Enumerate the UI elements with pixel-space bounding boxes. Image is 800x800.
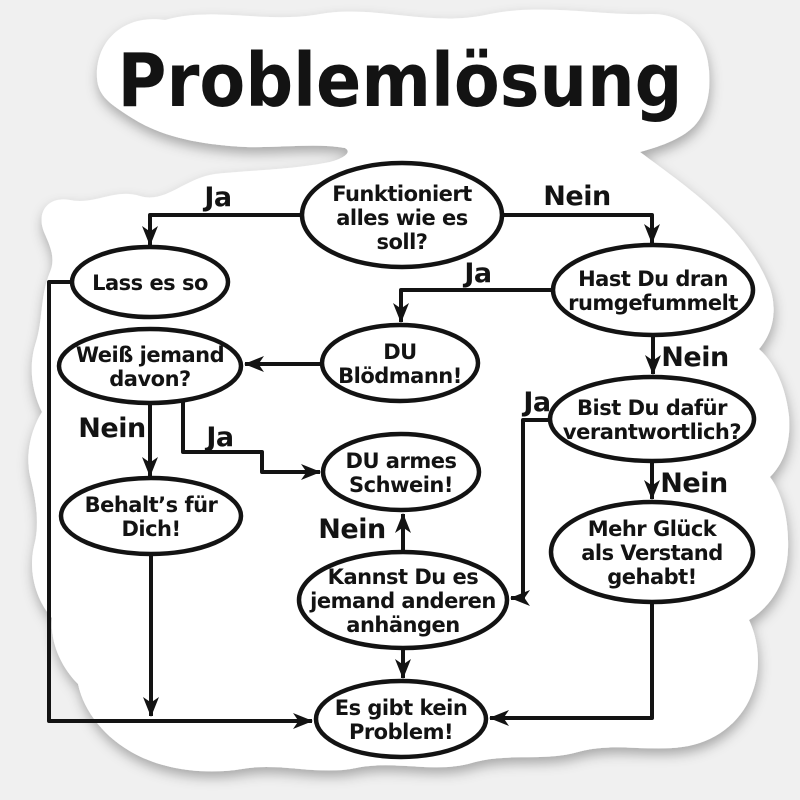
edge-weiss-ja-schwein <box>181 399 321 480</box>
node-bist-ellipse <box>547 374 757 464</box>
node-glueck-text-2: als Verstand <box>581 541 723 565</box>
node-behalt-ellipse <box>58 475 244 557</box>
node-schwein-text-1: DU armes <box>346 449 457 473</box>
node-schwein: DU armes Schwein! <box>320 431 482 513</box>
edge-labels: Ja Nein Ja Nein Nein Ja Ja Nein Nein <box>78 181 729 545</box>
node-bloedmann-ellipse <box>319 322 481 404</box>
node-kannst-ellipse <box>296 549 510 651</box>
node-bist-text-1: Bist Du dafür <box>577 396 728 420</box>
node-bist-text-2: verantwortlich? <box>563 420 741 444</box>
node-hast: Hast Du dran rumgefummelt <box>550 242 756 338</box>
node-weiss-text-2: davon? <box>109 367 190 391</box>
node-funktioniert-ellipse <box>299 160 505 270</box>
edge-bist-ja-kannst <box>510 418 550 606</box>
node-lass-text-1: Lass es so <box>92 271 208 295</box>
label-nein-kannst: Nein <box>318 514 385 545</box>
node-problem-text-1: Es gibt kein <box>335 696 468 720</box>
node-problem-text-2: Problem! <box>349 720 453 744</box>
edges <box>47 213 661 729</box>
node-bloedmann-text-2: Blödmann! <box>338 364 462 388</box>
diagram: Problemlösung Ja Nein Ja Nein Nein Ja <box>47 38 757 760</box>
edge-funktioniert-nein-hast <box>502 213 660 244</box>
node-behalt-text-2: Dich! <box>121 517 180 541</box>
node-funktioniert-text-1: Funktioniert <box>332 182 472 206</box>
node-schwein-text-2: Schwein! <box>349 473 453 497</box>
nodes: Funktioniert alles wie es soll? Lass es … <box>56 160 757 760</box>
edge-lass-problem-rail <box>47 280 313 729</box>
node-bloedmann-text-1: DU <box>383 340 416 364</box>
node-hast-text-1: Hast Du dran <box>578 267 728 291</box>
node-hast-text-2: rumgefummelt <box>568 291 738 315</box>
node-weiss: Weiß jemand davon? <box>56 326 244 406</box>
label-ja-weiss: Ja <box>204 422 233 453</box>
node-kannst-text-1: Kannst Du es <box>328 565 479 589</box>
label-ja-top: Ja <box>202 182 231 213</box>
node-bloedmann: DU Blödmann! <box>319 322 481 404</box>
edge-funktioniert-ja-lass <box>142 213 302 246</box>
node-weiss-text-1: Weiß jemand <box>76 343 224 367</box>
node-weiss-ellipse <box>56 326 244 406</box>
label-nein-top: Nein <box>543 181 610 212</box>
label-ja-bist: Ja <box>521 387 550 418</box>
node-funktioniert-text-3: soll? <box>376 230 427 254</box>
node-behalt-text-1: Behalt’s für <box>85 493 219 517</box>
node-kannst-text-3: anhängen <box>346 613 459 637</box>
node-glueck-ellipse <box>548 499 756 605</box>
node-kannst-text-2: jemand anderen <box>309 589 496 613</box>
node-problem-ellipse <box>313 678 489 760</box>
node-hast-ellipse <box>550 242 756 338</box>
node-kannst: Kannst Du es jemand anderen anhängen <box>296 549 510 651</box>
page-title: Problemlösung <box>118 38 683 124</box>
label-nein-hast: Nein <box>661 342 728 373</box>
node-glueck-text-1: Mehr Glück <box>588 517 718 541</box>
node-funktioniert-text-2: alles wie es <box>336 206 468 230</box>
node-lass-ellipse <box>69 244 231 320</box>
edge-glueck-problem-rail <box>489 602 654 726</box>
node-glueck-text-3: gehabt! <box>607 565 697 589</box>
edge-hast-ja-bloedmann <box>393 288 553 323</box>
label-ja-hast: Ja <box>462 258 491 289</box>
node-glueck: Mehr Glück als Verstand gehabt! <box>548 499 756 605</box>
node-lass: Lass es so <box>69 244 231 320</box>
node-funktioniert: Funktioniert alles wie es soll? <box>299 160 505 270</box>
label-nein-bist: Nein <box>660 468 727 499</box>
node-problem: Es gibt kein Problem! <box>313 678 489 760</box>
node-schwein-ellipse <box>320 431 482 513</box>
node-bist: Bist Du dafür verantwortlich? <box>547 374 757 464</box>
node-behalt: Behalt’s für Dich! <box>58 475 244 557</box>
label-nein-weiss: Nein <box>78 413 145 444</box>
